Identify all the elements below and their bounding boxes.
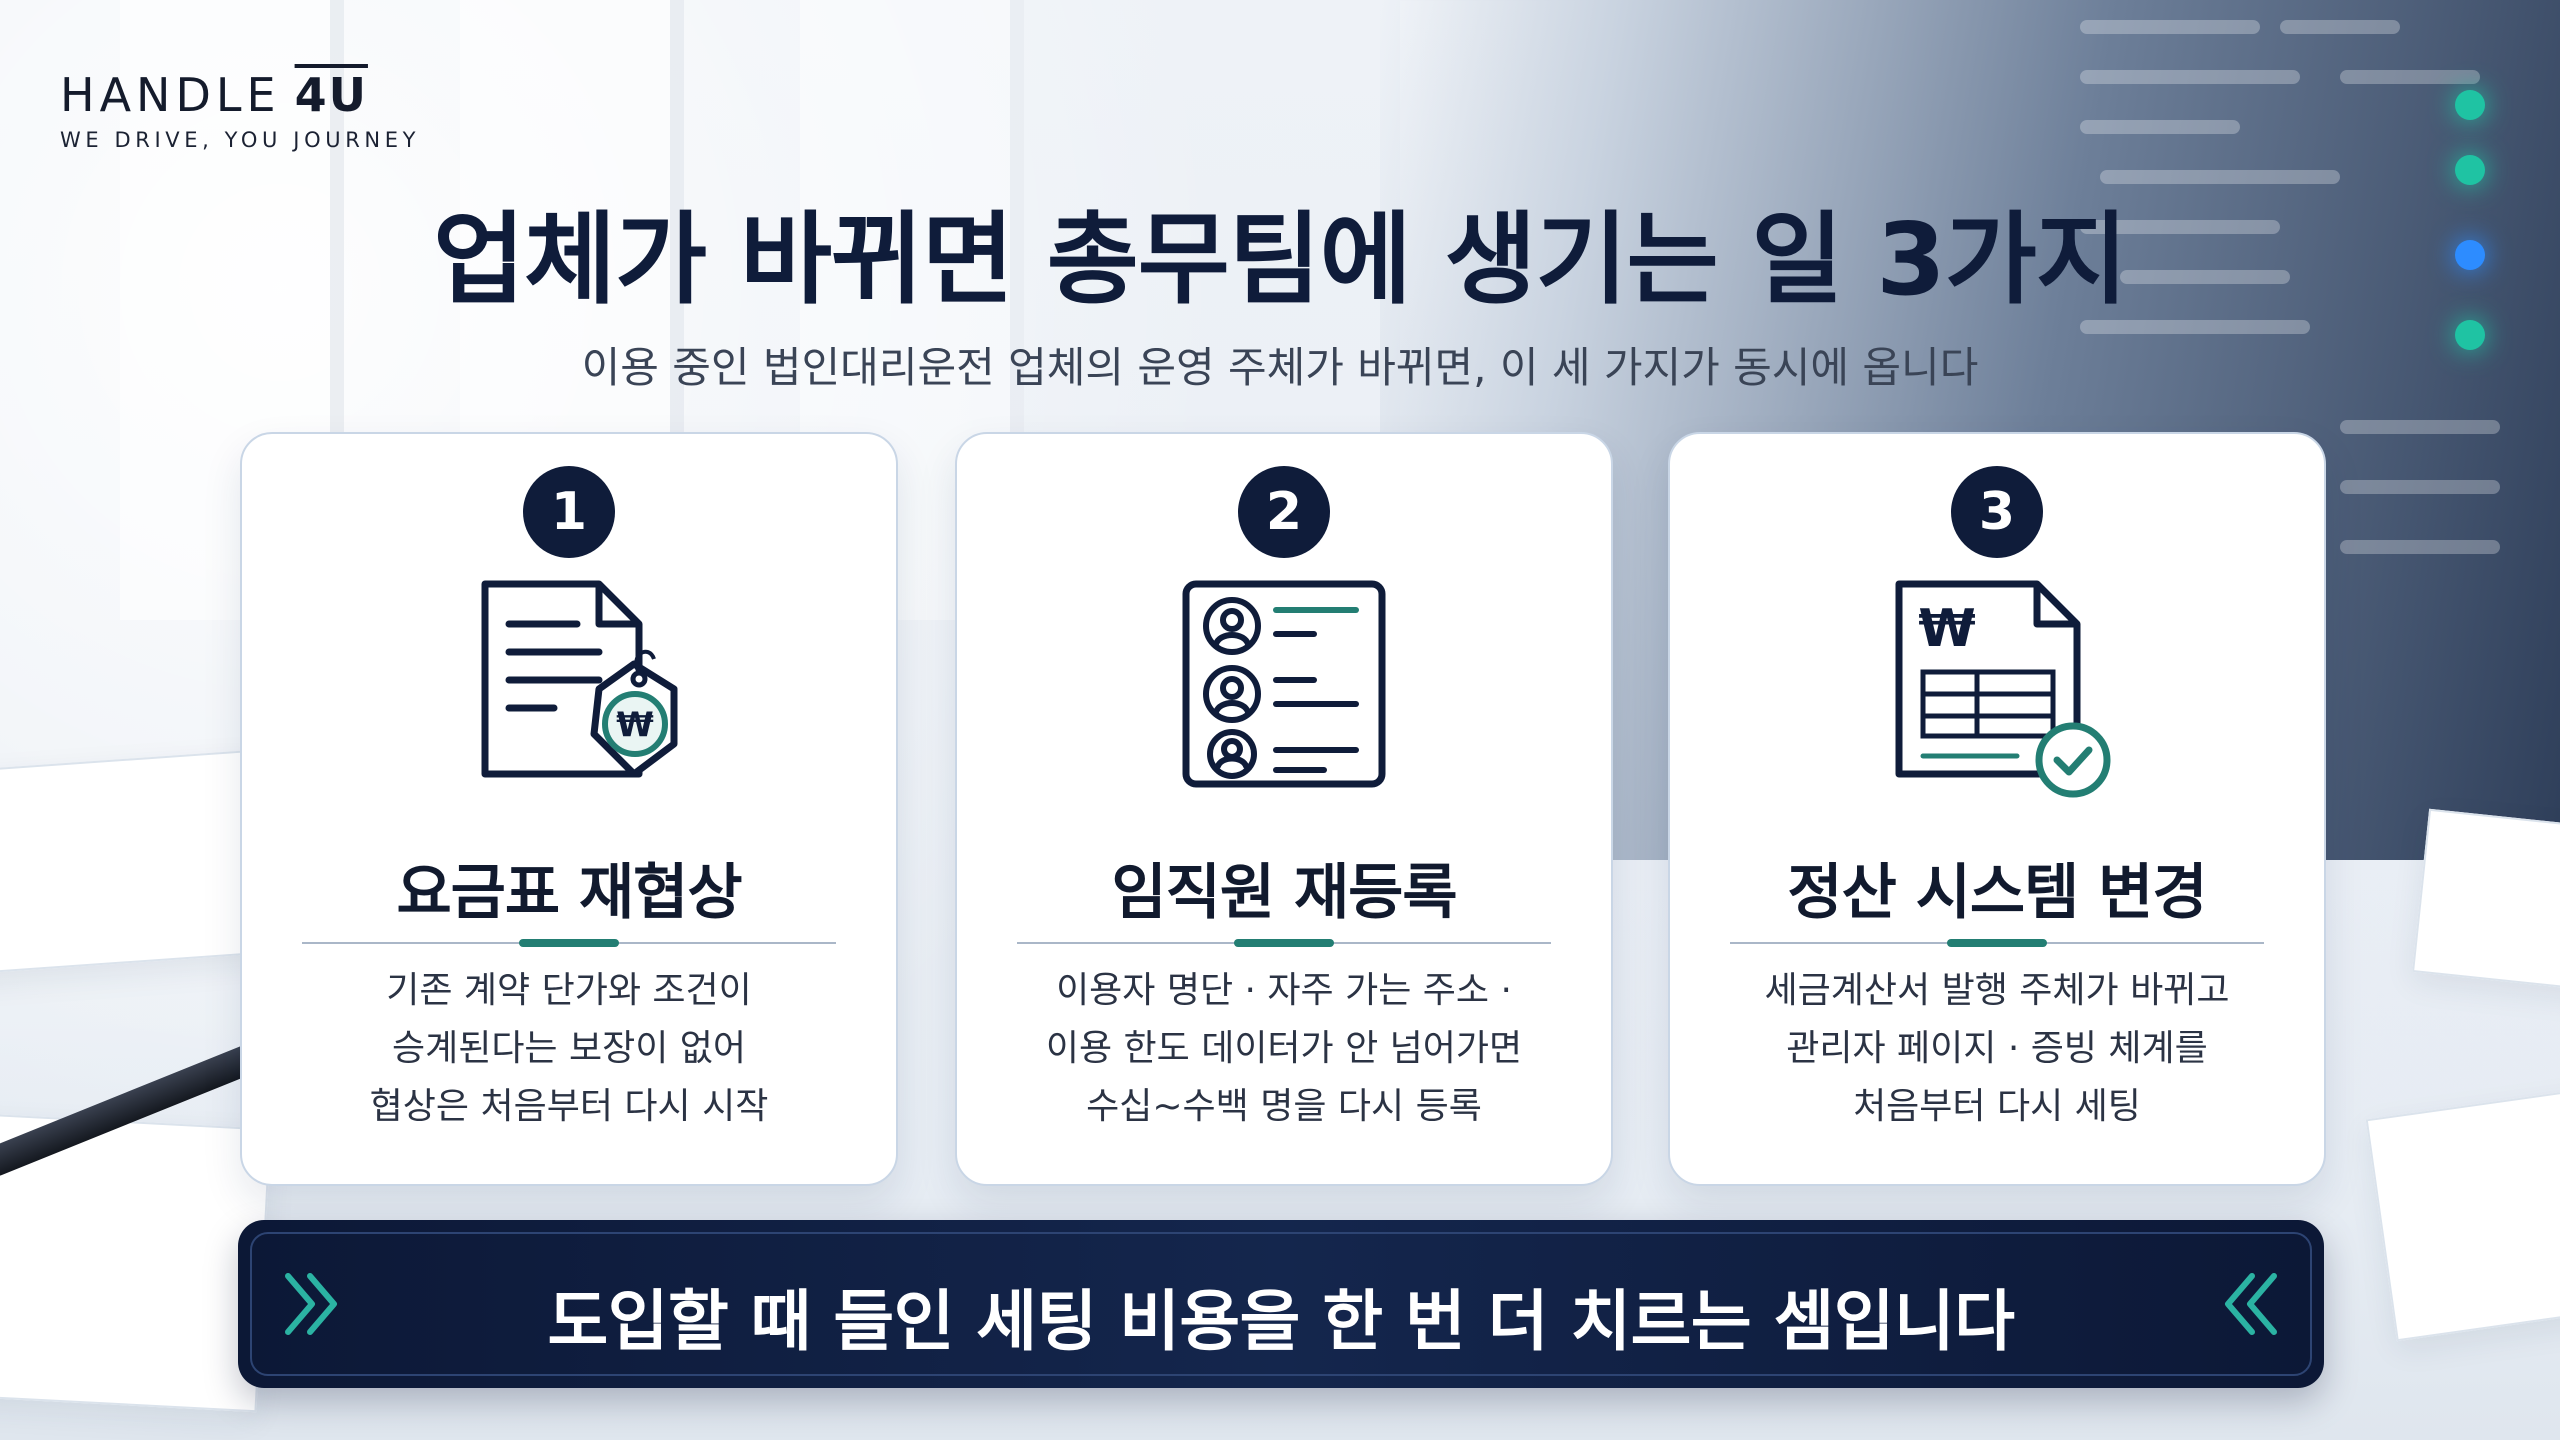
card-description-line: 이용자 명단 · 자주 가는 주소 · — [1056, 970, 1512, 1011]
svg-text:₩: ₩ — [616, 705, 654, 745]
card-rate-renegotiation: 1 ₩ 요금표 재협상 기존 계약 단가와 조건이 승계된다는 보장이 없어 협… — [240, 432, 898, 1186]
card-description-line: 세금계산서 발행 주체가 바뀌고 — [1764, 970, 2230, 1011]
card-divider-accent — [519, 939, 619, 947]
card-number-badge: 3 — [1951, 466, 2043, 558]
svg-text:₩: ₩ — [1918, 599, 1975, 659]
brand-name: HANDLE 4U — [60, 68, 420, 122]
background-paper — [2412, 808, 2560, 996]
page-subtitle: 이용 중인 법인대리운전 업체의 운영 주체가 바뀌면, 이 세 가지가 동시에… — [581, 343, 1979, 392]
card-title: 임직원 재등록 — [1111, 858, 1457, 928]
card-description-line: 이용 한도 데이터가 안 넘어가면 — [1045, 1028, 1523, 1069]
chevron-left-double-icon — [2225, 1273, 2277, 1335]
card-title: 정산 시스템 변경 — [1787, 858, 2207, 928]
card-description: 세금계산서 발행 주체가 바뀌고 관리자 페이지 · 증빙 체계를 처음부터 다… — [1700, 962, 2294, 1136]
card-employee-reregistration: 2 임직원 재등록 이용자 명단 · 자주 가는 주소 · 이용 한도 데이터가… — [955, 432, 1613, 1186]
summary-banner-text: 도입할 때 들인 세팅 비용을 한 번 더 치르는 셈입니다 — [547, 1283, 2015, 1360]
card-number-badge: 2 — [1238, 466, 1330, 558]
employee-list-icon — [1182, 580, 1386, 788]
summary-banner-frame — [250, 1232, 2312, 1376]
card-description-line: 처음부터 다시 세팅 — [1853, 1086, 2141, 1127]
card-description-line: 기존 계약 단가와 조건이 — [386, 970, 752, 1011]
brand-name-suffix: 4U — [294, 68, 368, 122]
card-description: 기존 계약 단가와 조건이 승계된다는 보장이 없어 협상은 처음부터 다시 시… — [272, 962, 866, 1136]
card-settlement-system-change: 3 ₩ 정산 시스템 변경 세금계산서 발행 주체가 바뀌고 관리자 페이지 ·… — [1668, 432, 2326, 1186]
card-description-line: 협상은 처음부터 다시 시작 — [369, 1086, 769, 1127]
card-title: 요금표 재협상 — [396, 858, 742, 928]
card-description-line: 관리자 페이지 · 증빙 체계를 — [1786, 1028, 2208, 1069]
invoice-check-icon: ₩ — [1895, 580, 2111, 798]
card-description-line: 승계된다는 보장이 없어 — [391, 1028, 747, 1069]
page-title: 업체가 바뀌면 총무팀에 생기는 일 3가지 — [433, 201, 2128, 318]
background-paper — [0, 749, 271, 975]
background-paper — [2365, 1082, 2560, 1342]
card-divider-accent — [1947, 939, 2047, 947]
chevron-right-double-icon — [285, 1273, 337, 1335]
price-document-icon: ₩ — [481, 580, 678, 778]
summary-banner: 도입할 때 들인 세팅 비용을 한 번 더 치르는 셈입니다 — [238, 1220, 2324, 1388]
brand-logo: HANDLE 4U WE DRIVE, YOU JOURNEY — [60, 68, 420, 152]
card-description-line: 수십~수백 명을 다시 등록 — [1086, 1086, 1482, 1127]
card-description: 이용자 명단 · 자주 가는 주소 · 이용 한도 데이터가 안 넘어가면 수십… — [987, 962, 1581, 1136]
brand-name-text: HANDLE — [60, 68, 281, 122]
brand-tagline: WE DRIVE, YOU JOURNEY — [60, 128, 420, 152]
card-number-badge: 1 — [523, 466, 615, 558]
card-divider-accent — [1234, 939, 1334, 947]
